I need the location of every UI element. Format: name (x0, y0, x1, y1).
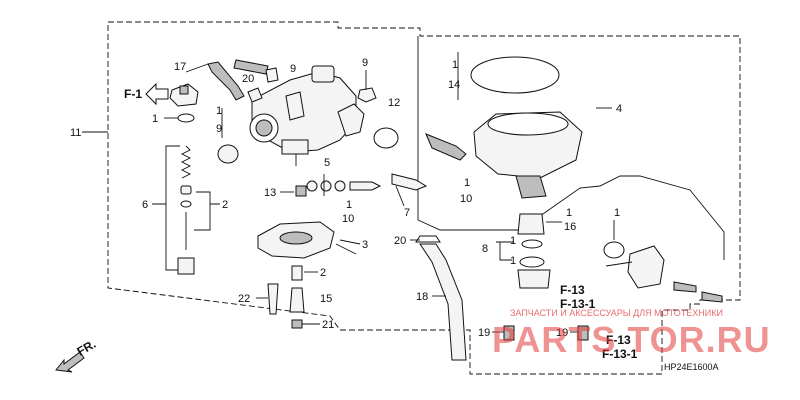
callout-1-jet: 1 (346, 199, 352, 211)
screw-13 (295, 185, 307, 197)
vent-tube-short (233, 59, 269, 75)
ring-9 (217, 144, 239, 164)
clamp-20 (247, 87, 263, 103)
carburetor-body (249, 65, 365, 166)
leader-lines (82, 52, 633, 333)
pilot-screw (391, 173, 428, 191)
diagram-code: HP24E1600A (664, 362, 719, 372)
front-arrow-icon (55, 351, 85, 373)
callout-13: 13 (264, 187, 276, 199)
nut-9 (357, 87, 377, 103)
drain-screw (425, 133, 467, 161)
group-boundary-inner (417, 36, 725, 260)
cap-12 (373, 127, 399, 149)
ref-f13-a: F-13 (560, 283, 585, 297)
callout-1-o3: 1 (510, 255, 516, 267)
oring-choke (603, 241, 625, 259)
callout-21: 21 (322, 319, 334, 331)
ref-f1: F-1 (124, 87, 142, 101)
needle-jet (267, 283, 279, 315)
callout-4: 4 (616, 103, 622, 115)
callout-19-right: 19 (556, 327, 568, 339)
ref-f13-1-a: F-13-1 (560, 297, 596, 311)
watermark-brand: PARTS TOR.RU (492, 319, 771, 360)
drain-tube (419, 243, 467, 361)
callout-8: 8 (482, 243, 488, 255)
callout-12: 12 (388, 97, 400, 109)
callout-7: 7 (404, 207, 410, 219)
callout-14: 14 (448, 79, 460, 91)
callout-1-oring: 1 (614, 207, 620, 219)
callout-1-bowl: 1 (464, 177, 470, 189)
float-chamber (470, 56, 583, 199)
callout-2-top: 2 (222, 199, 228, 211)
callout-10-jet: 10 (342, 213, 354, 225)
float (257, 221, 357, 259)
float-valve (291, 265, 303, 281)
callout-1-float: 1 (566, 207, 572, 219)
callout-22: 22 (238, 293, 250, 305)
ref-f13-b: F-13 (606, 333, 631, 347)
callout-1-mid: 1 (216, 105, 222, 117)
callout-5: 5 (324, 157, 330, 169)
drain-assembly (517, 213, 551, 289)
callout-9-clip: 9 (290, 63, 296, 75)
jet-needle-assembly (177, 145, 195, 275)
bolt-19-left (503, 325, 515, 341)
bolt-19-right (577, 325, 589, 341)
callout-11: 11 (70, 127, 81, 139)
callout-2-mid: 2 (320, 267, 326, 279)
callout-20-mid: 20 (394, 235, 406, 247)
callout-1-left: 1 (152, 113, 158, 125)
watermark-subtitle: ЗАПЧАСТИ И АКСЕССУАРЫ ДЛЯ МОТОТЕХНИКИ (510, 308, 723, 318)
f1-arrow-icon (145, 82, 169, 106)
clip-9 (265, 67, 279, 83)
clip-20-mid (415, 235, 441, 243)
washer-1 (177, 113, 195, 123)
callout-16: 16 (564, 221, 576, 233)
callout-17: 17 (174, 61, 186, 73)
top-cap (169, 83, 199, 107)
callout-15: 15 (320, 293, 332, 305)
callout-18: 18 (416, 291, 428, 303)
callout-1-top: 1 (452, 59, 458, 71)
auto-choke (627, 245, 723, 303)
jet-set (306, 180, 382, 192)
ref-f13-1-b: F-13-1 (602, 347, 638, 361)
callout-9-mid: 9 (216, 123, 222, 135)
vent-tube (207, 61, 245, 101)
group-boundary-outer (107, 21, 741, 375)
screw-21 (291, 319, 303, 329)
callout-20-top: 20 (242, 73, 254, 85)
callout-6: 6 (142, 199, 148, 211)
callout-19-left: 19 (478, 327, 490, 339)
callout-9-top: 9 (362, 57, 368, 69)
callout-1-o2: 1 (510, 235, 516, 247)
callout-3: 3 (362, 239, 368, 251)
callout-10-bowl: 10 (460, 193, 472, 205)
main-jet (289, 287, 305, 313)
